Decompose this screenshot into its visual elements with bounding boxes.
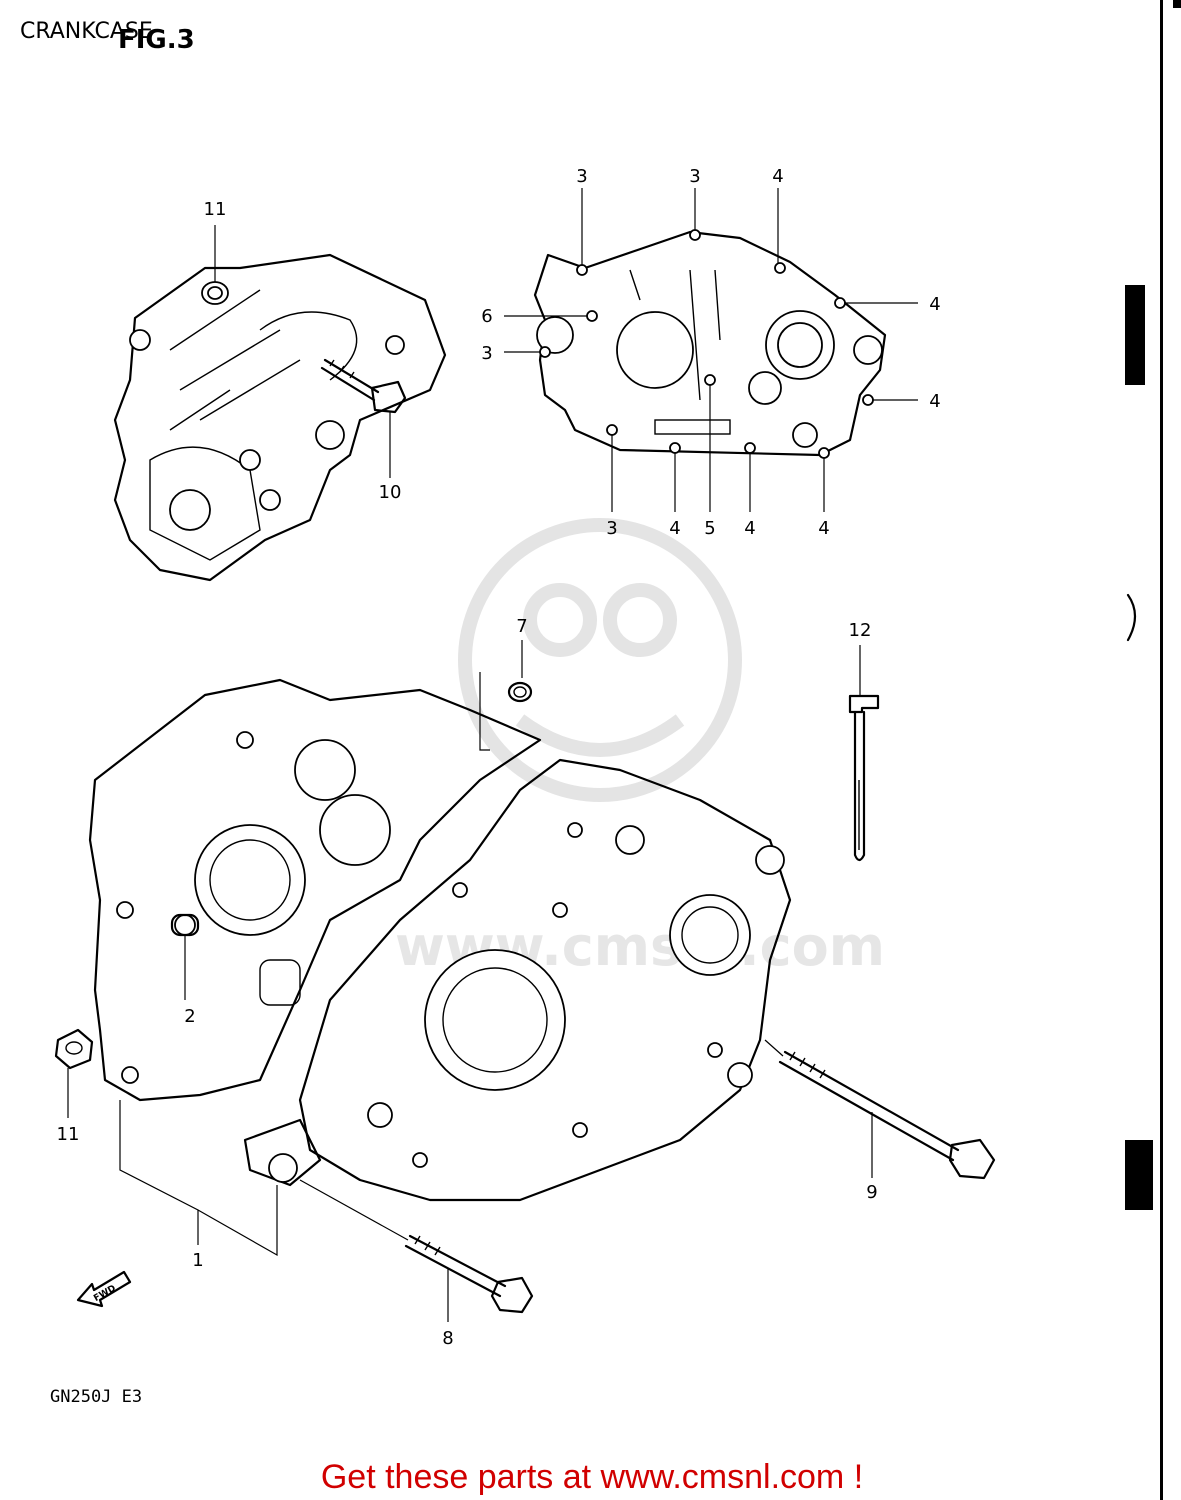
leader-1-right xyxy=(197,1185,278,1257)
callout-3-top-mid: 3 xyxy=(689,166,700,187)
leader-7-dowel xyxy=(479,672,490,751)
callout-7: 7 xyxy=(516,616,527,637)
callout-4-bottom-c: 4 xyxy=(818,518,829,539)
oil-dipstick-12 xyxy=(848,694,880,862)
figure-number: FIG.3 xyxy=(118,25,195,55)
leader-1-left xyxy=(119,1100,199,1245)
callout-3-top-left: 3 xyxy=(576,166,587,187)
callout-10: 10 xyxy=(379,482,402,503)
callout-11-upper: 11 xyxy=(204,199,227,220)
callout-12: 12 xyxy=(849,620,872,641)
diagram-caption: CRANKCASE xyxy=(20,19,153,44)
callout-4-right-upper: 4 xyxy=(929,294,940,315)
side-view-leaders xyxy=(504,188,918,512)
callout-4-right-lower: 4 xyxy=(929,391,940,412)
callout-3-bottom: 3 xyxy=(606,518,617,539)
scan-edge-marks xyxy=(1125,0,1181,1500)
callout-6: 6 xyxy=(481,306,492,327)
callout-3-left: 3 xyxy=(481,343,492,364)
oil-seal-11-upper xyxy=(201,281,229,305)
watermark-logo: www.cmsnl.com xyxy=(395,518,885,978)
footer-parts-link[interactable]: Get these parts at www.cmsnl.com ! xyxy=(321,1458,863,1496)
crankcase-bolt-8 xyxy=(404,1234,534,1314)
callout-1: 1 xyxy=(192,1250,203,1271)
upper-crankcase-left-view xyxy=(113,253,447,582)
crankcase-assembly-1 xyxy=(88,678,792,1202)
fwd-arrow-icon: FWD xyxy=(76,1270,132,1308)
fwd-label: FWD xyxy=(92,1284,117,1304)
leader-8-hole xyxy=(299,1179,409,1241)
crankcase-side-view xyxy=(533,229,887,459)
callout-9: 9 xyxy=(866,1182,877,1203)
crankcase-bolt-9 xyxy=(778,1050,996,1180)
cap-nut-11-lower xyxy=(54,1028,94,1070)
callout-8: 8 xyxy=(442,1328,453,1349)
callout-4-bottom-b: 4 xyxy=(744,518,755,539)
callout-5: 5 xyxy=(704,518,715,539)
model-code: GN250J E3 xyxy=(50,1387,142,1407)
callout-4-bottom-a: 4 xyxy=(669,518,680,539)
callout-11-lower: 11 xyxy=(57,1124,80,1145)
o-ring-7 xyxy=(507,681,533,703)
leader-9-hole xyxy=(764,1039,784,1057)
callout-4-top: 4 xyxy=(772,166,783,187)
callout-2: 2 xyxy=(184,1006,195,1027)
bolt-10 xyxy=(320,358,407,414)
